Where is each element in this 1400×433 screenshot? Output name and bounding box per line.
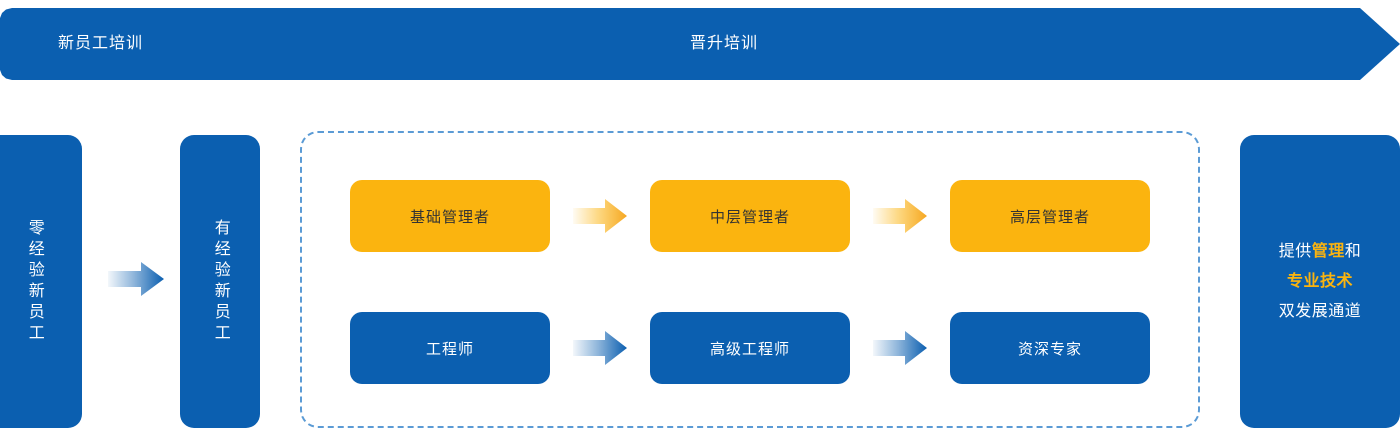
promotion-zone-dashed-container	[300, 131, 1200, 428]
outcome-line-1-highlight: 管理	[1311, 242, 1345, 260]
role-box-senior-engineer[interactable]: 高级工程师	[650, 312, 850, 384]
phase-banner-arrow-shape	[0, 8, 1400, 80]
role-box-expert[interactable]: 资深专家	[950, 312, 1150, 384]
arrow-basic-to-middle-icon	[573, 199, 627, 233]
role-label-basic-manager: 基础管理者	[409, 208, 490, 226]
phase-banner: 新员工培训 晋升培训	[0, 8, 1400, 80]
arrow-zero-to-exp	[108, 262, 164, 296]
phase-label-new-employee-training: 新员工培训	[58, 35, 144, 52]
role-label-engineer: 工程师	[425, 340, 474, 358]
outcome-line-1: 提供管理和	[1279, 237, 1362, 267]
stage-bar-experienced-label: 有经验新员工	[211, 218, 229, 345]
role-box-senior-manager[interactable]: 高层管理者	[950, 180, 1150, 252]
outcome-line-3: 双发展通道	[1278, 302, 1362, 320]
role-box-middle-manager[interactable]: 中层管理者	[650, 180, 850, 252]
outcome-line-2: 专业技术	[1286, 272, 1353, 290]
outcome-line-1-prefix: 提供	[1278, 242, 1312, 260]
stage-bar-zero-experience-label: 零经验新员工	[25, 218, 43, 345]
role-box-basic-manager[interactable]: 基础管理者	[350, 180, 550, 252]
arrow-engineer-to-senior-engineer-icon	[573, 331, 627, 365]
phase-label-promotion-training: 晋升培训	[690, 35, 759, 52]
stage-bar-zero-experience[interactable]: 零经验新员工	[0, 135, 82, 428]
role-label-expert: 资深专家	[1017, 340, 1082, 358]
role-label-middle-manager: 中层管理者	[709, 208, 790, 226]
outcome-line-1-suffix: 和	[1344, 242, 1362, 260]
role-label-senior-engineer: 高级工程师	[709, 340, 790, 358]
arrow-middle-to-senior-icon	[873, 199, 927, 233]
outcome-panel[interactable]: 提供管理和 专业技术 双发展通道	[1240, 135, 1400, 428]
role-label-senior-manager: 高层管理者	[1009, 208, 1090, 226]
stage-bar-experienced[interactable]: 有经验新员工	[180, 135, 260, 428]
arrow-senior-engineer-to-expert-icon	[873, 331, 927, 365]
role-box-engineer[interactable]: 工程师	[350, 312, 550, 384]
